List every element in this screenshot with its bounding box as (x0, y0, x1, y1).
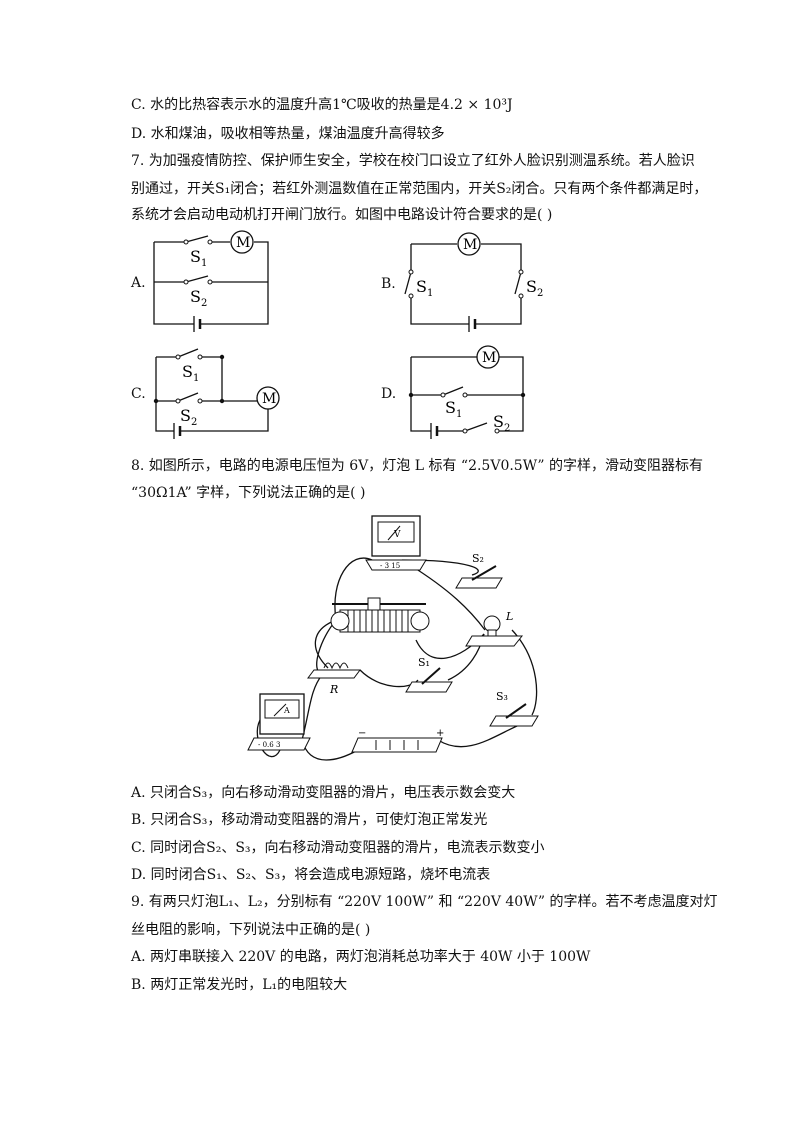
svg-text:A: A (283, 706, 290, 715)
motor-icon: M (262, 391, 276, 407)
switch-s3-icon: S₃ (489, 690, 539, 727)
q9-stem-line2: 丝电阻的影响，下列说法中正确的是( ) (131, 922, 371, 938)
motor-icon: M (482, 350, 496, 366)
q7-stem-line3: 系统才会启动电动机打开闸门放行。如图中电路设计符合要求的是( ) (131, 207, 553, 223)
q7-option-b-label: B. (381, 276, 396, 292)
svg-text:S: S (445, 398, 456, 417)
ammeter-icon: A - 0.6 3 (247, 693, 311, 751)
voltmeter-icon: V - 3 15 (365, 515, 427, 571)
q8-stem-line1: 8. 如图所示，电路的电源电压恒为 6V，灯泡 L 标有 “2.5V0.5W” … (131, 458, 703, 474)
q8-physical-circuit: V - 3 15 S₂ L R S₁ S₃ (247, 515, 539, 761)
svg-text:2: 2 (191, 417, 197, 428)
q7-stem-line1: 7. 为加强疫情防控、保护师生安全，学校在校门口设立了红外人脸识别测温系统。若人… (131, 153, 695, 169)
svg-text:V: V (393, 530, 401, 540)
battery-icon: − + (351, 728, 444, 753)
svg-text:S: S (526, 277, 537, 296)
svg-text:−: − (358, 728, 366, 739)
q8-option-c: C. 同时闭合S₂、S₃，向右移动滑动变阻器的滑片，电流表示数变小 (131, 840, 545, 856)
svg-text:2: 2 (537, 288, 543, 299)
svg-text:1: 1 (427, 288, 433, 299)
switch-s1-icon: S₁ (405, 656, 453, 693)
svg-text:S₃: S₃ (496, 690, 508, 703)
svg-text:S: S (190, 287, 201, 306)
q8-option-b: B. 只闭合S₃，移动滑动变阻器的滑片，可使灯泡正常发光 (131, 812, 488, 828)
lamp-icon: L (465, 610, 524, 647)
svg-text:- 0.6 3: - 0.6 3 (258, 741, 280, 749)
resistor-icon: R (307, 662, 361, 696)
svg-text:R: R (329, 683, 338, 696)
q7-option-a-label: A. (131, 275, 146, 291)
q6-option-c: C. 水的比热容表示水的温度升高1℃吸收的热量是4.2 × 10³J (131, 97, 513, 113)
q9-option-b: B. 两灯正常发光时，L₁的电阻较大 (131, 977, 348, 993)
rheostat-icon (330, 597, 430, 633)
q9-option-a: A. 两灯串联接入 220V 的电路，两灯泡消耗总功率大于 40W 小于 100… (131, 949, 591, 965)
svg-text:2: 2 (201, 298, 207, 309)
motor-icon: M (236, 235, 250, 251)
svg-text:2: 2 (504, 423, 510, 434)
q9-stem-line1: 9. 有两只灯泡L₁、L₂，分别标有 “220V 100W” 和 “220V 4… (131, 894, 718, 910)
switch-s2-icon: S₂ (455, 552, 503, 589)
q8-option-a: A. 只闭合S₃，向右移动滑动变阻器的滑片，电压表示数会变大 (131, 785, 516, 801)
motor-icon: M (463, 237, 477, 253)
q7-option-d-label: D. (381, 386, 397, 402)
svg-text:S: S (180, 406, 191, 425)
q8-stem-line2: “30Ω1A” 字样，下列说法正确的是( ) (131, 485, 366, 501)
q6-option-d: D. 水和煤油，吸收相等热量，煤油温度升高得较多 (131, 126, 445, 142)
q7-stem-line2: 别通过，开关S₁闭合；若红外测温数值在正常范围内，开关S₂闭合。只有两个条件都满… (131, 181, 708, 197)
q7-option-c-label: C. (131, 386, 146, 402)
svg-text:- 3 15: - 3 15 (380, 562, 400, 570)
svg-text:S₂: S₂ (472, 552, 484, 565)
svg-text:S: S (493, 412, 504, 431)
svg-text:S: S (416, 277, 427, 296)
svg-text:1: 1 (456, 409, 462, 420)
svg-text:S: S (182, 362, 193, 381)
svg-text:S₁: S₁ (418, 656, 430, 669)
svg-text:S: S (190, 247, 201, 266)
q8-option-d: D. 同时闭合S₁、S₂、S₃，将会造成电源短路，烧坏电流表 (131, 867, 491, 883)
svg-text:1: 1 (193, 373, 199, 384)
svg-text:+: + (436, 728, 444, 739)
svg-text:L: L (505, 610, 513, 623)
svg-text:1: 1 (201, 258, 207, 269)
